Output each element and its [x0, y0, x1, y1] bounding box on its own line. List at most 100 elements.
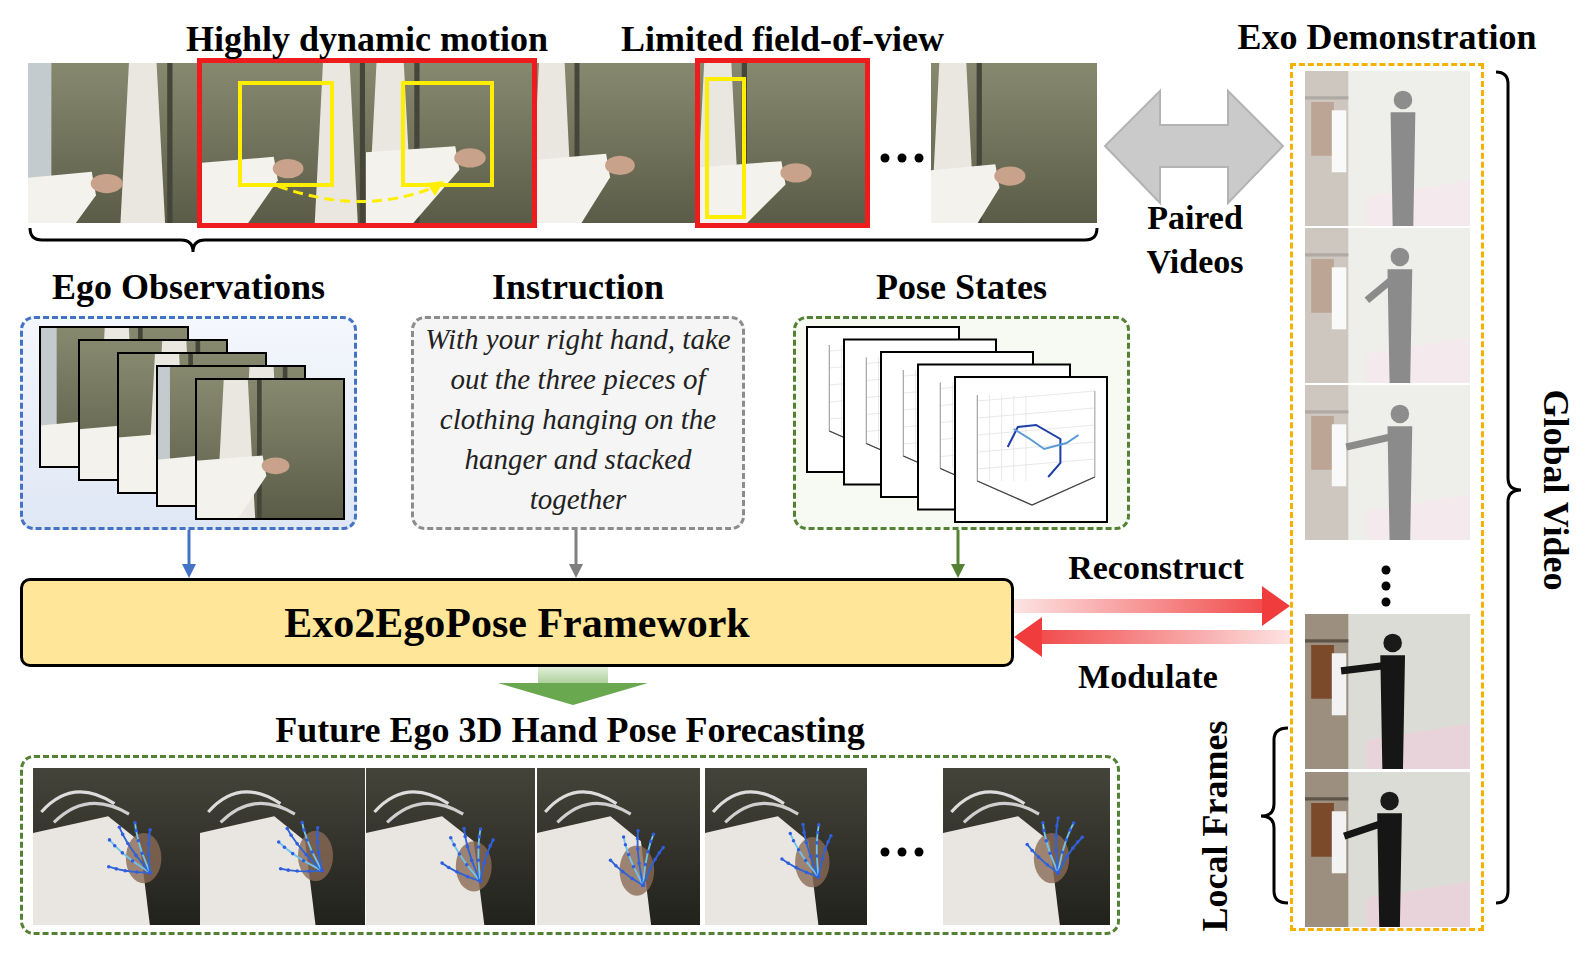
input-panel: Ego Observations [20, 316, 357, 530]
hanger [374, 792, 448, 812]
hand-joint [1056, 871, 1060, 875]
hand-joint [1025, 843, 1029, 847]
frame-background [200, 768, 365, 925]
hand-joint [630, 877, 633, 881]
focus-box [707, 79, 744, 217]
hand-joint [317, 851, 321, 855]
fade-overlay [1305, 71, 1470, 226]
hand-joint [283, 845, 287, 849]
hand-joint [466, 845, 470, 849]
hand-joint [641, 883, 644, 887]
hand [454, 148, 486, 167]
node-title: Pose States [876, 265, 1047, 309]
hand-joint [658, 851, 661, 855]
hand-joint [1068, 828, 1072, 832]
hand-joint [792, 839, 795, 843]
hand-joint [148, 871, 152, 875]
highlight-box: Limited field-of-view [695, 58, 870, 228]
connector-arrow [188, 530, 191, 564]
frame-background [33, 768, 200, 925]
hand-joint [134, 854, 138, 858]
hand-joint [614, 864, 617, 868]
exo-frame [1305, 71, 1470, 226]
ellipsis-dot [915, 848, 924, 857]
hand-joint [148, 871, 152, 875]
hand-joint [307, 870, 311, 874]
frame-background [1305, 228, 1470, 383]
clothing [200, 816, 316, 925]
hand-joint [289, 833, 293, 837]
hand-joint [147, 834, 151, 838]
hanging-clothes [1311, 645, 1334, 699]
rail [1305, 797, 1348, 800]
hand-joint [780, 857, 783, 861]
hand-joint [641, 883, 644, 887]
forecast-frame [366, 768, 535, 925]
grid-line [1013, 395, 1014, 481]
framework-box: Exo2EgoPose Framework [20, 578, 1014, 667]
arrow-label: Paired Videos [1120, 196, 1270, 284]
hand [605, 156, 635, 175]
clothing [705, 816, 818, 925]
output-panel: Future Ego 3D Hand Pose Forecasting [20, 705, 1120, 935]
hand-joint [824, 847, 827, 851]
hand-joint [804, 859, 807, 863]
hand-joint [455, 870, 459, 874]
closet [1305, 772, 1348, 927]
sleeve [197, 157, 278, 223]
sleeve [23, 172, 96, 223]
hand-joint [114, 867, 118, 871]
door-edge [167, 63, 172, 223]
hand-joint [477, 845, 481, 849]
bracket-label: Global Video [1534, 389, 1578, 590]
hand-joint [815, 854, 818, 858]
hand-joint [279, 867, 283, 871]
hand-joint [1044, 839, 1048, 843]
hand-joint [644, 863, 647, 867]
hand-joint [627, 853, 630, 857]
sleeve [926, 164, 1000, 223]
hand-joint [302, 828, 306, 832]
hand-joint [291, 852, 295, 856]
hand-joint [622, 835, 625, 839]
hand-joint [113, 844, 117, 848]
hanger [387, 803, 463, 822]
node-title: Limited field-of-view [621, 17, 944, 61]
hand-joint [653, 858, 656, 862]
hand-joint [636, 847, 639, 851]
hand-joint [624, 843, 627, 847]
hand-joint [316, 826, 320, 830]
forecast-frame [705, 768, 867, 925]
hanging-cloth [315, 63, 358, 223]
hand-joint [1037, 855, 1041, 859]
hand-joint [1055, 824, 1059, 828]
hand-joint [477, 858, 481, 862]
hand-joint [797, 848, 800, 852]
hand-joint [449, 836, 453, 840]
ego-frame [197, 63, 366, 223]
ellipsis-dot [898, 154, 907, 163]
hand-joint [805, 841, 808, 845]
node-title: Exo Demonstration [1238, 15, 1537, 59]
ego-frame [23, 63, 198, 223]
sleeve [532, 154, 610, 223]
hanger [964, 803, 1039, 822]
hand-bone [135, 823, 150, 873]
pose-plot [955, 377, 1107, 522]
hand-joint [478, 879, 482, 883]
motion-path [278, 186, 432, 202]
hand-joint [636, 829, 639, 833]
hand-joint [641, 883, 644, 887]
hanging-clothes [1332, 653, 1346, 715]
hand-joint [817, 875, 820, 879]
hand-joint [1054, 834, 1058, 838]
hand-joint [1065, 855, 1069, 859]
hanger [557, 803, 630, 822]
hand-joint [1048, 851, 1052, 855]
closet [1305, 614, 1348, 769]
edge-label: Modulate [1078, 655, 1218, 699]
hanger [725, 803, 798, 822]
hand [298, 831, 333, 881]
hand-bone [480, 840, 493, 881]
